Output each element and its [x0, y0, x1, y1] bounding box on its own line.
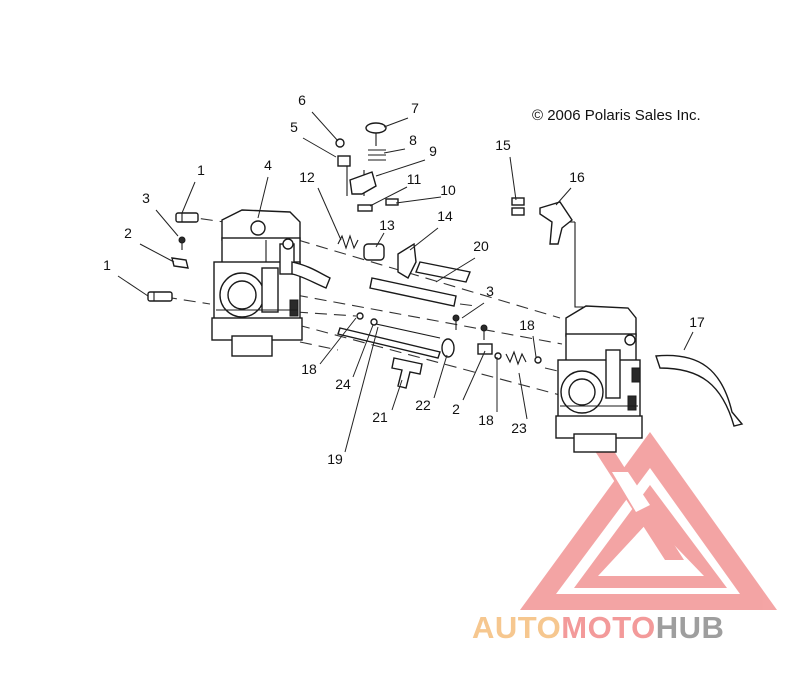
leader-line-c3a: [155, 209, 179, 237]
leader-line-c14: [409, 227, 439, 251]
callout-c14: 14: [437, 208, 453, 224]
callout-c13: 13: [379, 217, 395, 233]
callout-c23: 23: [511, 420, 527, 436]
leader-line-c17: [683, 331, 694, 351]
leader-line-c7: [383, 117, 409, 128]
leader-line-c22: [433, 354, 448, 399]
callout-c10: 10: [440, 182, 456, 198]
leader-line-c6: [311, 111, 339, 142]
callout-c3b: 3: [486, 283, 494, 299]
callout-c9: 9: [429, 143, 437, 159]
callout-c11: 11: [407, 171, 422, 187]
leader-line-c11: [369, 186, 408, 207]
callout-c5: 5: [290, 119, 298, 135]
leader-line-c23: [518, 372, 528, 420]
watermark-text: AUTOMOTOHUB: [472, 610, 724, 645]
callout-c16: 16: [569, 169, 585, 185]
watermark-auto: AUTO: [472, 610, 561, 645]
watermark-hub: HUB: [656, 610, 725, 645]
leader-line-c2b: [462, 350, 486, 401]
leader-line-c21: [391, 379, 403, 411]
callout-c19: 19: [327, 451, 343, 467]
callout-c1a: 1: [197, 162, 205, 178]
leader-line-c2a: [139, 243, 175, 263]
leader-line-c19: [344, 326, 379, 453]
callout-c2b: 2: [452, 401, 460, 417]
callout-c12: 12: [299, 169, 315, 185]
leader-line-c12: [317, 187, 342, 241]
leader-line-c1a: [181, 181, 196, 214]
leader-line-c20: [435, 257, 476, 283]
leader-line-c1b: [117, 275, 149, 297]
leader-line-c18b: [532, 335, 537, 358]
leader-line-c10: [395, 196, 442, 204]
fuel-hose: [655, 354, 744, 427]
automotohub-logo-icon: [520, 432, 777, 610]
left-carburetor: [211, 209, 331, 357]
leader-line-c3b: [461, 302, 485, 319]
leader-line-c16: [555, 187, 572, 206]
callout-c15: 15: [495, 137, 511, 153]
leader-line-c15: [509, 156, 517, 201]
right-carburetor: [555, 305, 643, 453]
callout-c20: 20: [473, 238, 489, 254]
copyright-text: © 2006 Polaris Sales Inc.: [532, 107, 701, 124]
leader-line-c18a: [319, 317, 357, 365]
callout-c17: 17: [689, 314, 705, 330]
callout-c24: 24: [335, 376, 351, 392]
callout-c8: 8: [409, 132, 417, 148]
leader-line-c24: [352, 324, 374, 378]
small-parts: [147, 122, 573, 389]
callout-c7: 7: [411, 100, 419, 116]
leader-line-c8: [383, 148, 406, 154]
leader-line-c4: [257, 176, 269, 219]
leader-line-c13: [375, 232, 385, 248]
callout-c4: 4: [264, 157, 272, 173]
watermark-moto: MOTO: [561, 610, 655, 645]
callout-c18b: 18: [519, 317, 535, 333]
callout-c2a: 2: [124, 225, 132, 241]
callout-c3a: 3: [142, 190, 150, 206]
callout-c22: 22: [415, 397, 431, 413]
callout-c18c: 18: [478, 412, 494, 428]
callout-c1b: 1: [103, 257, 111, 273]
leader-line-c9: [375, 159, 426, 177]
callout-c21: 21: [372, 409, 388, 425]
leader-line-c5: [302, 137, 337, 158]
callout-leaders: [117, 111, 694, 453]
callout-c6: 6: [298, 92, 306, 108]
callout-c18a: 18: [301, 361, 317, 377]
